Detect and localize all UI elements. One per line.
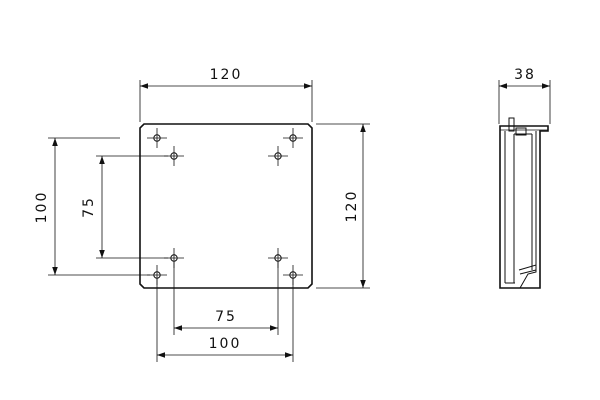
dim-hole-horizontal-100: 100	[156, 279, 294, 362]
side-outer-shell	[499, 125, 549, 289]
front-view: 120 120 100 75 75	[34, 67, 370, 362]
dim-overall-width-label: 120	[210, 67, 243, 83]
dim-hole-horizontal-100-label: 100	[209, 336, 242, 352]
side-view: 38	[498, 67, 551, 289]
hole-top-right-75	[268, 146, 288, 166]
dim-overall-width: 120	[139, 67, 313, 122]
side-bottom-latch	[518, 264, 537, 289]
dim-overall-height-label: 120	[344, 190, 360, 223]
dim-depth: 38	[498, 67, 551, 124]
holes-100-pattern	[147, 128, 303, 285]
dim-hole-vertical-75: 75	[81, 155, 168, 259]
dim-hole-vertical-100: 100	[34, 137, 150, 276]
hole-top-right-100	[283, 128, 303, 148]
dim-depth-label: 38	[514, 67, 536, 83]
hole-top-left-100	[147, 128, 167, 148]
holes-75-pattern	[164, 146, 288, 268]
dim-hole-horizontal-75: 75	[173, 262, 279, 335]
dim-hole-vertical-100-label: 100	[34, 191, 50, 224]
plate-outline	[139, 123, 313, 289]
dim-hole-vertical-75-label: 75	[81, 196, 97, 218]
side-profile	[499, 117, 549, 289]
dim-hole-horizontal-75-label: 75	[215, 309, 237, 325]
dim-overall-height: 120	[316, 123, 370, 289]
